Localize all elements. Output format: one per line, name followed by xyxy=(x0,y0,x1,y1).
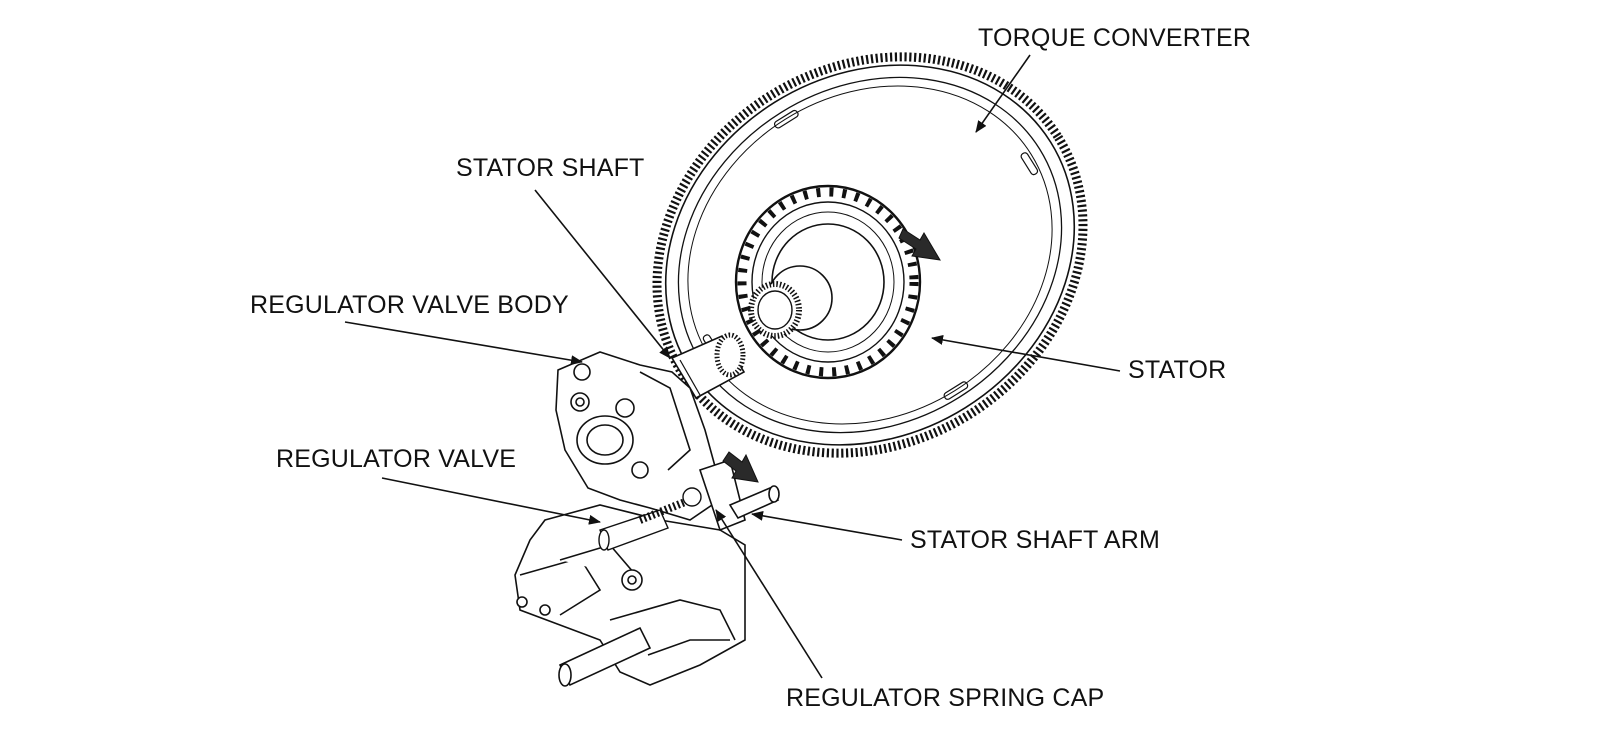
stator-shaft xyxy=(670,332,746,400)
leader-stator-shaft-arm xyxy=(751,510,903,541)
regulator-valve xyxy=(598,487,702,551)
stator-rotation-arrow xyxy=(898,228,941,261)
stator xyxy=(734,184,922,380)
label-regulator-spring-cap: REGULATOR SPRING CAP xyxy=(786,684,1105,712)
stator-shaft-arm-arrow xyxy=(722,451,759,483)
leader-stator-shaft xyxy=(534,189,671,359)
leader-stator xyxy=(931,334,1121,372)
label-torque-converter: TORQUE CONVERTER xyxy=(978,24,1252,52)
label-regulator-valve-body: REGULATOR VALVE BODY xyxy=(250,291,569,319)
label-stator-shaft: STATOR SHAFT xyxy=(456,154,645,182)
regulator-valve-body xyxy=(514,351,746,687)
leader-lines xyxy=(344,54,1121,679)
leader-regulator-valve xyxy=(381,477,601,525)
label-stator-shaft-arm: STATOR SHAFT ARM xyxy=(910,526,1160,554)
leader-regulator-valve-body xyxy=(344,321,583,366)
label-regulator-valve: REGULATOR VALVE xyxy=(276,445,517,473)
leader-regulator-spring-cap xyxy=(715,509,823,679)
label-stator: STATOR xyxy=(1128,356,1227,384)
leader-torque-converter xyxy=(975,54,1031,133)
